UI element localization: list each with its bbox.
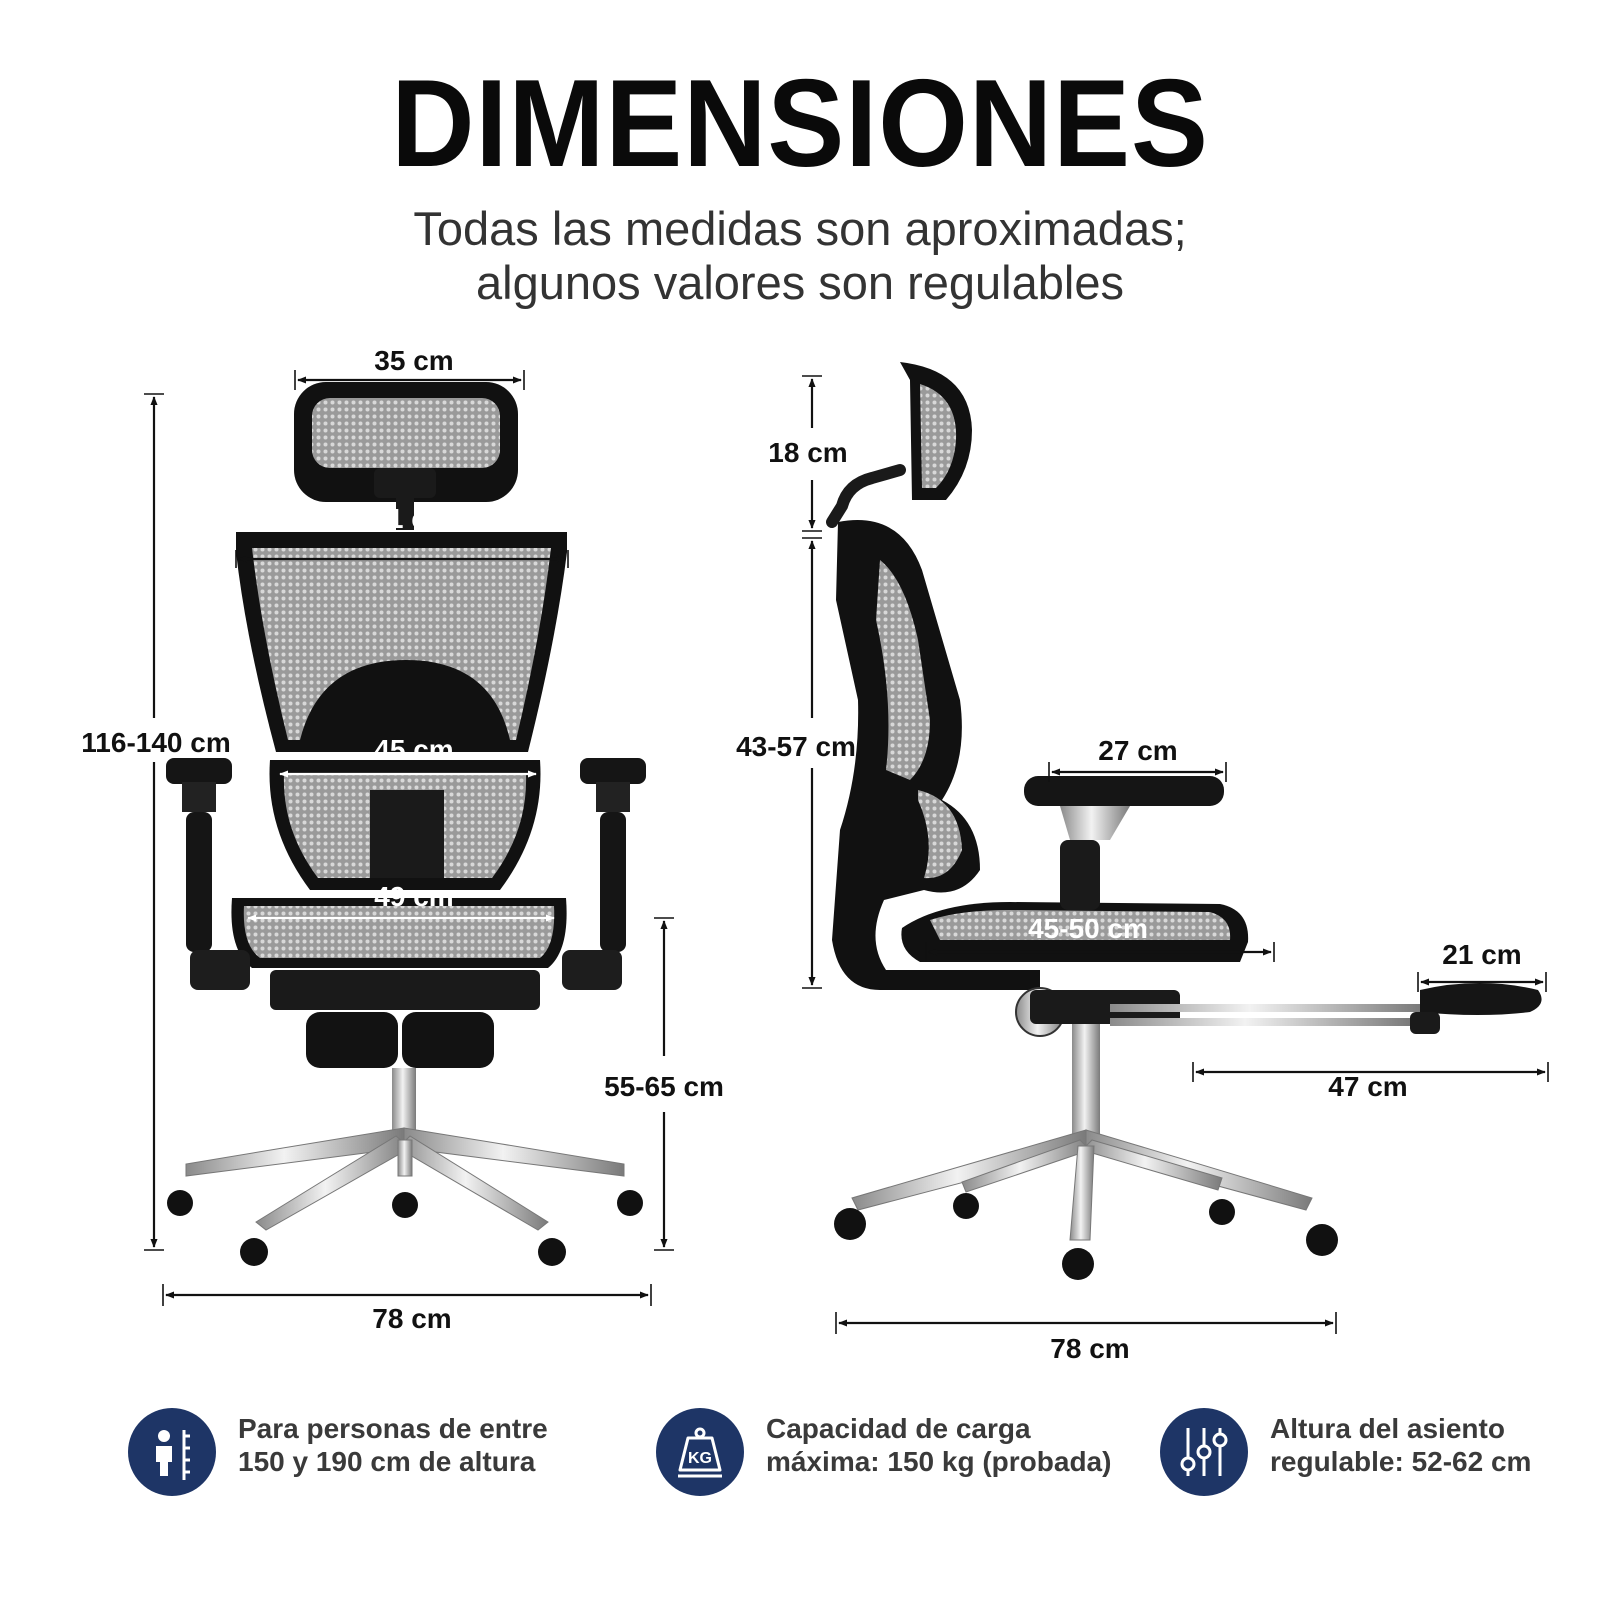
weight-kg-icon: KG: [656, 1408, 744, 1496]
subtitle-line-2: algunos valores son regulables: [476, 256, 1124, 309]
sliders-icon: [1160, 1408, 1248, 1496]
armrest-length-label: 27 cm: [1098, 735, 1177, 766]
seat-depth-label: 45-50 cm: [1028, 913, 1148, 944]
page-title: DIMENSIONES: [391, 55, 1209, 193]
person-height-icon: [128, 1408, 216, 1496]
seat-width-label: 49 cm: [374, 881, 453, 912]
headrest-width-label: 35 cm: [374, 345, 453, 376]
front-base-width-label: 78 cm: [372, 1303, 451, 1334]
feature-seat-height-line-2: regulable: 52-62 cm: [1270, 1446, 1532, 1477]
footrest-extension-label: 47 cm: [1328, 1071, 1407, 1102]
feature-seat-height-line-1: Altura del asiento: [1270, 1413, 1505, 1444]
svg-text:KG: KG: [688, 1450, 712, 1467]
feature-max-load-line-2: máxima: 150 kg (probada): [766, 1446, 1112, 1477]
front-chair-illustration: [166, 382, 646, 1266]
backrest-width-label: 51 cm: [372, 503, 451, 534]
backrest-height-label: 43-57 cm: [736, 731, 856, 762]
side-base-depth-label: 78 cm: [1050, 1333, 1129, 1364]
feature-user-height-line-2: 150 y 190 cm de altura: [238, 1446, 536, 1477]
features-row: Para personas de entre 150 y 190 cm de a…: [0, 1400, 1600, 1520]
subtitle-line-1: Todas las medidas son aproximadas;: [413, 202, 1187, 255]
total-height-label: 116-140 cm: [81, 727, 230, 758]
feature-user-height-line-1: Para personas de entre: [238, 1413, 548, 1444]
lumbar-width-label: 45 cm: [374, 734, 453, 765]
headrest-adjust-label: 18 cm: [768, 437, 847, 468]
footrest-width-label: 21 cm: [1442, 939, 1521, 970]
feature-max-load-line-1: Capacidad de carga: [766, 1413, 1031, 1444]
side-chair-illustration: [826, 362, 1542, 1280]
seat-height-label: 55-65 cm: [604, 1071, 724, 1102]
dimension-diagram: 35 cm 51 cm 45 cm 49 cm 116-140 cm 55-65…: [81, 345, 1549, 1364]
subtitle: Todas las medidas son aproximadas; algun…: [0, 202, 1600, 310]
